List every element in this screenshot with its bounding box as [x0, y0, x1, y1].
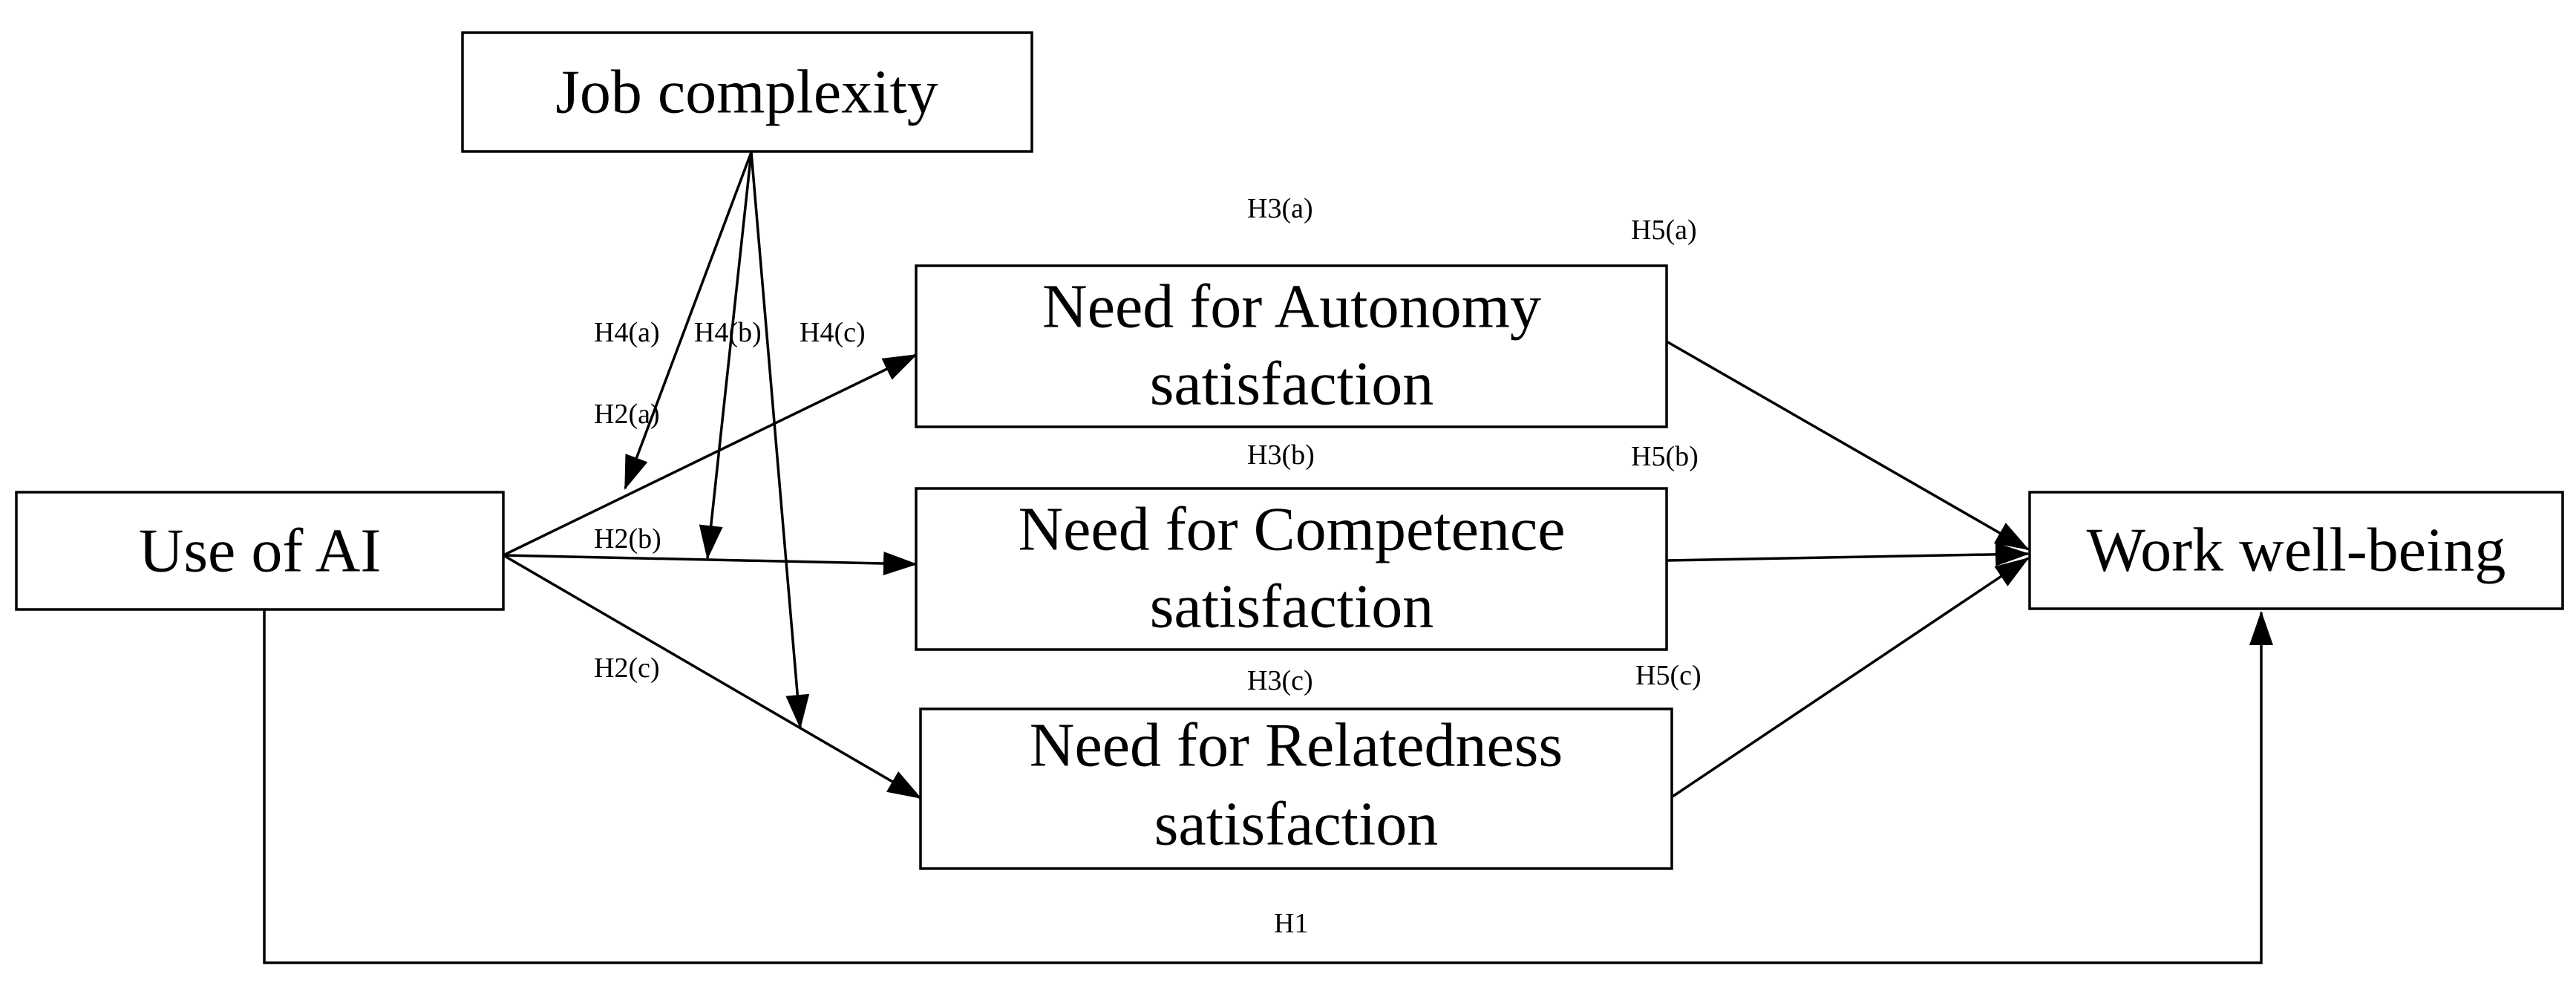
competence-box	[915, 487, 1668, 651]
relatedness-label-line1: Need for Relatedness	[1030, 711, 1563, 780]
arrow-relatedness-to-work-wellbeing	[1670, 557, 2030, 800]
hypothesis-labels: H3(a) H5(a) H4(a) H4(b) H4(c) H2(a) H3(b…	[594, 193, 1701, 939]
label-h5b: H5(b)	[1631, 441, 1699, 472]
arrow-use-of-ai-to-relatedness	[503, 554, 922, 800]
arrow-use-of-ai-to-autonomy	[503, 353, 918, 557]
arrow-use-of-ai-to-work-wellbeing	[263, 610, 2273, 964]
relatedness-label-line2: satisfaction	[1154, 790, 1439, 859]
arrow-job-complexity-to-h2a	[624, 151, 753, 490]
work-wellbeing-box	[2028, 491, 2564, 610]
use-of-ai-box	[15, 491, 505, 611]
node-use-of-ai: Use of AI	[15, 491, 505, 611]
label-h3c: H3(c)	[1247, 665, 1313, 696]
label-h5a: H5(a)	[1631, 215, 1697, 246]
label-h5c: H5(c)	[1635, 660, 1701, 691]
label-h4b: H4(b)	[694, 317, 762, 348]
arrow-job-complexity-to-h2c	[750, 151, 810, 729]
node-job-complexity: Job complexity	[461, 31, 1033, 153]
label-h2c: H2(c)	[594, 653, 660, 684]
label-h2a: H2(a)	[594, 399, 660, 430]
autonomy-label-line2: satisfaction	[1150, 350, 1434, 419]
autonomy-label-line1: Need for Autonomy	[1042, 272, 1541, 341]
label-h4a: H4(a)	[594, 317, 660, 348]
use-of-ai-label: Use of AI	[139, 517, 382, 586]
arrow-job-complexity-to-h2b	[699, 151, 753, 560]
node-work-wellbeing: Work well-being	[2028, 491, 2564, 610]
autonomy-box	[915, 264, 1668, 428]
node-relatedness: Need for Relatedness satisfaction	[919, 707, 1673, 870]
competence-label-line1: Need for Competence	[1018, 495, 1565, 564]
arrow-autonomy-to-work-wellbeing	[1666, 340, 2030, 551]
job-complexity-label: Job complexity	[555, 58, 938, 127]
label-h1: H1	[1274, 908, 1308, 939]
node-autonomy: Need for Autonomy satisfaction	[915, 264, 1668, 428]
label-h3a: H3(a)	[1247, 193, 1313, 224]
competence-label-line2: satisfaction	[1150, 572, 1434, 641]
arrow-competence-to-work-wellbeing	[1666, 542, 2030, 566]
job-complexity-box	[461, 31, 1033, 153]
label-h3b: H3(b)	[1247, 439, 1315, 471]
edges	[263, 151, 2273, 964]
label-h4c: H4(c)	[800, 317, 866, 348]
arrow-use-of-ai-to-competence	[503, 552, 918, 576]
work-wellbeing-label: Work well-being	[2087, 516, 2506, 585]
relatedness-box	[919, 707, 1673, 870]
label-h2b: H2(b)	[594, 523, 661, 555]
node-competence: Need for Competence satisfaction	[915, 487, 1668, 651]
